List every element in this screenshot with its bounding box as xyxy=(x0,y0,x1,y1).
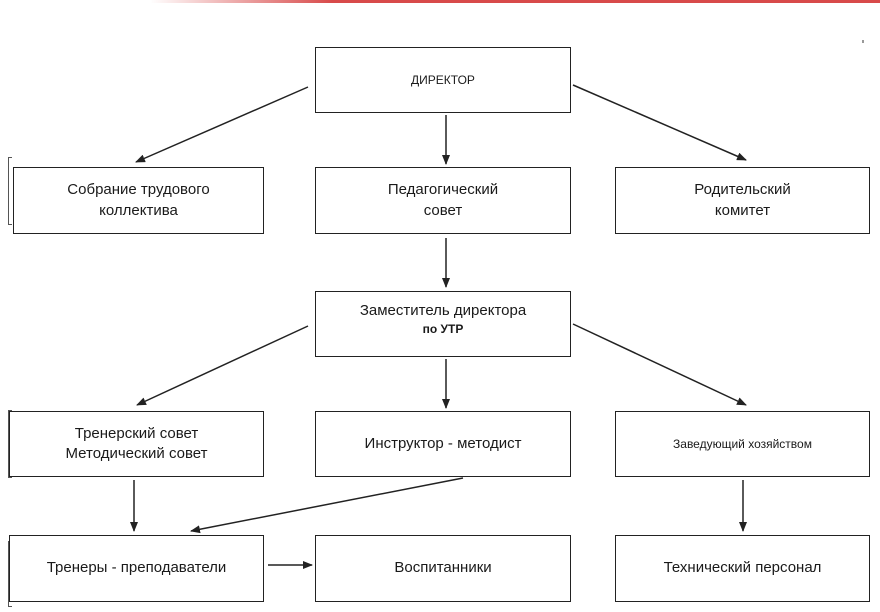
instructor-box: Инструктор - методист xyxy=(315,411,571,477)
councils-box: Тренерский совет Методический совет xyxy=(9,411,264,477)
pupils-label: Воспитанники xyxy=(394,559,492,577)
coaches-label: Тренеры - преподаватели xyxy=(46,559,227,577)
ped-council-box: Педагогический совет xyxy=(315,167,571,234)
tech-staff-label: Технический персонал xyxy=(663,559,822,577)
deputy-line2: по УТР xyxy=(422,322,464,337)
labor-meeting-line2: коллектива xyxy=(99,201,178,219)
left-bracket xyxy=(8,410,12,478)
councils-line1: Тренерский совет xyxy=(74,424,199,442)
parent-committee-line2: комитет xyxy=(714,201,771,219)
arrow-director-to-parents xyxy=(572,84,747,161)
left-bracket xyxy=(8,157,12,225)
tech-staff-box: Технический персонал xyxy=(615,535,870,602)
arrow-deputy-to-supply xyxy=(572,323,747,406)
arrow-instructor-to-coaches xyxy=(190,477,464,534)
arrow-director-to-labor xyxy=(135,86,309,163)
coaches-box: Тренеры - преподаватели xyxy=(9,535,264,602)
director-label: ДИРЕКТОР xyxy=(411,72,475,87)
labor-meeting-box: Собрание трудового коллектива xyxy=(13,167,264,234)
ped-council-line2: совет xyxy=(423,201,463,219)
deputy-line1: Заместитель директора xyxy=(359,302,527,319)
parent-committee-line1: Родительский xyxy=(694,181,791,199)
top-accent-line xyxy=(150,0,880,3)
supply-head-label: Заведующий хозяйством xyxy=(673,436,812,451)
councils-line2: Методический совет xyxy=(65,445,208,462)
ped-council-line1: Педагогический xyxy=(387,181,499,199)
pupils-box: Воспитанники xyxy=(315,535,571,602)
supply-head-box: Заведующий хозяйством xyxy=(615,411,870,477)
parent-committee-box: Родительский комитет xyxy=(615,167,870,234)
decorative-mark xyxy=(862,40,864,43)
instructor-label: Инструктор - методист xyxy=(364,434,522,452)
deputy-box: Заместитель директора по УТР xyxy=(315,291,571,357)
director-box: ДИРЕКТОР xyxy=(315,47,571,113)
arrow-deputy-to-councils xyxy=(136,325,309,406)
labor-meeting-line1: Собрание трудового xyxy=(67,181,210,199)
